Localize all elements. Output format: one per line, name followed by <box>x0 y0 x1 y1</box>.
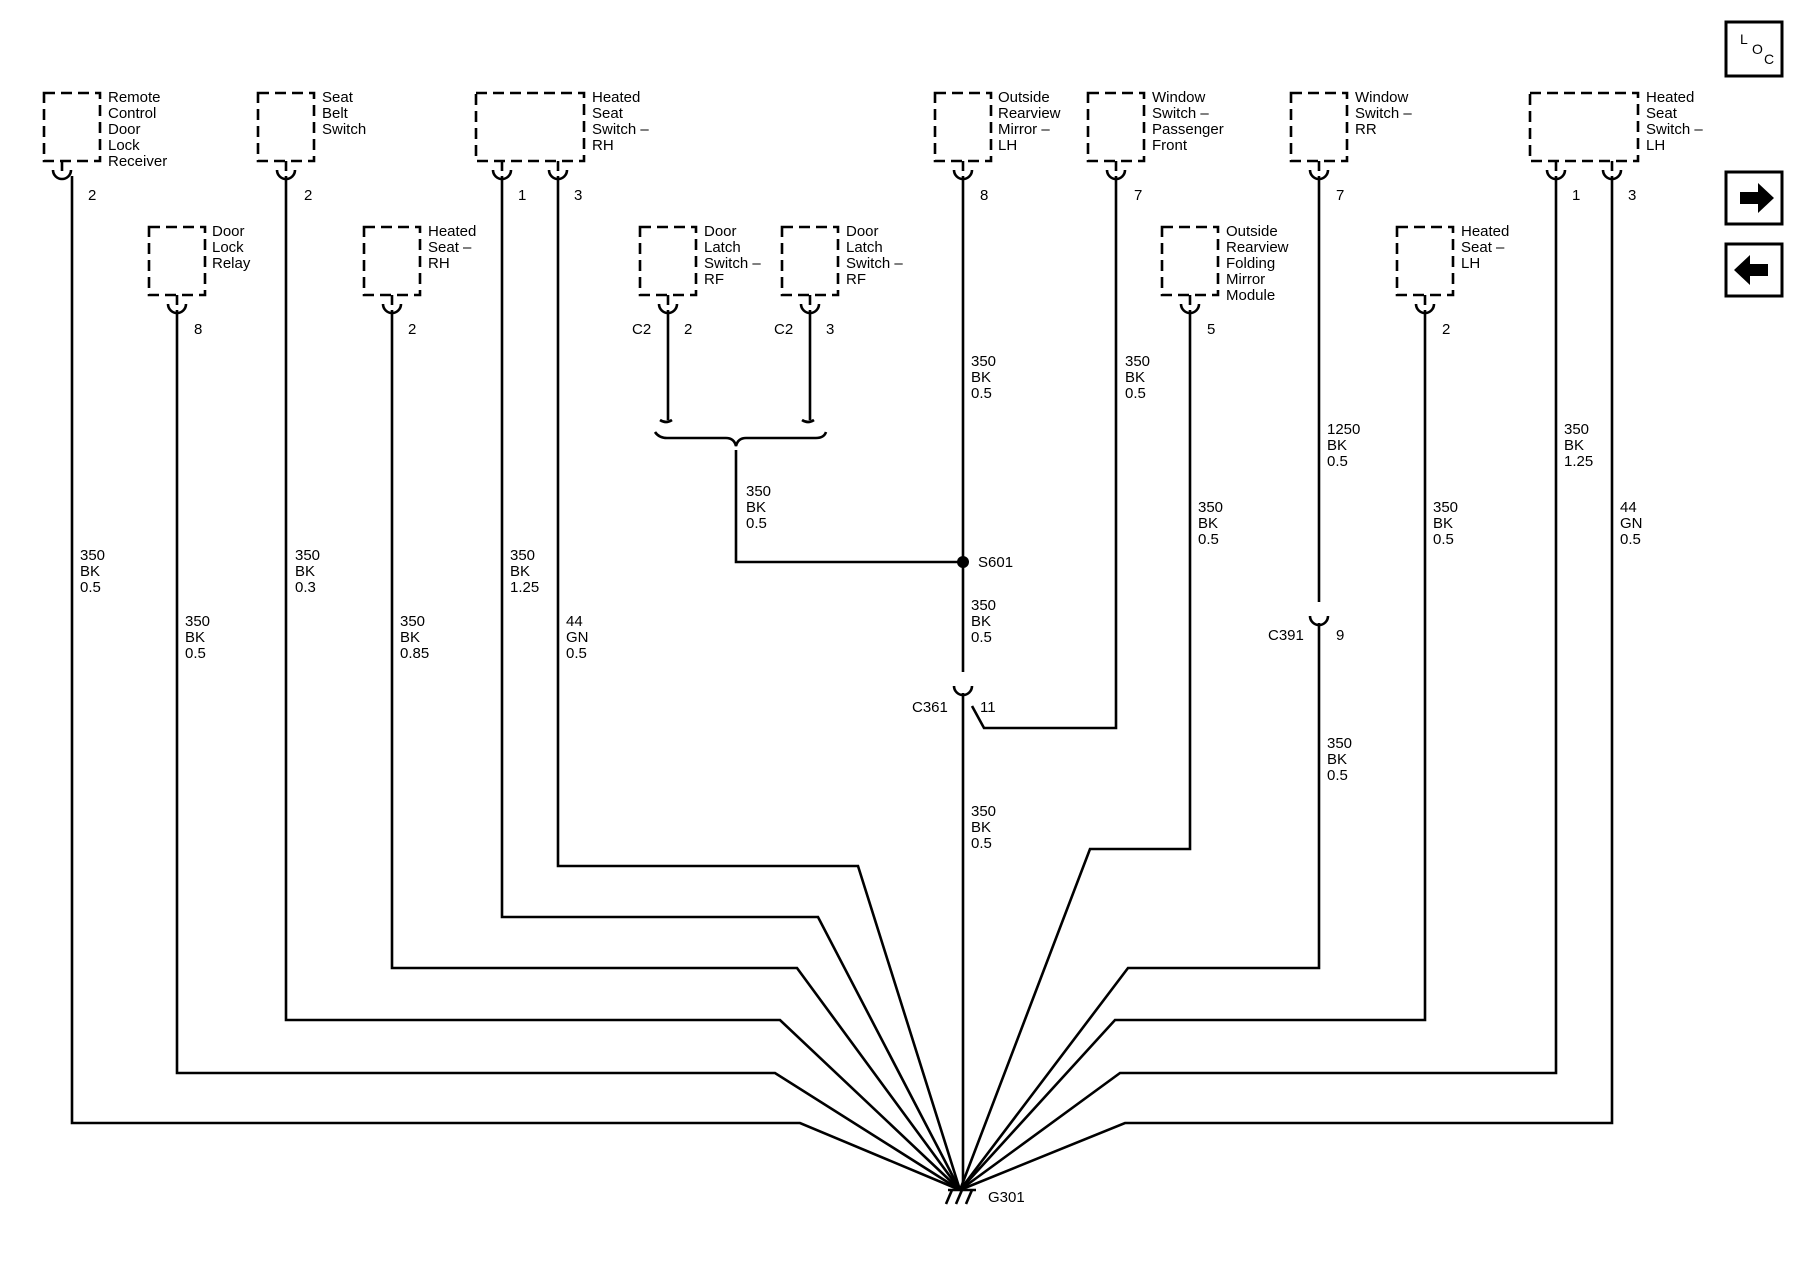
wires <box>70 176 1614 1192</box>
wire-label-door-relay: 350 BK 0.5 <box>185 613 214 662</box>
label-door-latch-switch-rf-2: Door Latch Switch – RF <box>846 223 907 288</box>
label-remote-receiver: Remote Control Door Lock Receiver <box>108 89 167 170</box>
pin-latch-2: 3 <box>826 321 834 338</box>
wire-label-hss-rh-1: 350 BK 1.25 <box>510 547 539 596</box>
wire-label-rr-c391: 350 BK 0.5 <box>1327 735 1356 784</box>
door-lock-relay-box <box>147 225 207 297</box>
pin-window-pf: 7 <box>1134 187 1142 204</box>
pin-numbers: 2 2 1 3 8 7 7 1 3 8 2 2 3 5 2 9 11 <box>88 187 1636 716</box>
label-folding-mirror-module: Outside Rearview Folding Mirror Module <box>1226 223 1293 304</box>
heated-seat-switch-rh-box <box>474 91 586 163</box>
label-heated-seat-rh: Heated Seat – RH <box>428 223 481 272</box>
arrow-right-icon <box>1740 183 1774 213</box>
door-latch-switch-rf-2-box <box>780 225 840 297</box>
pin-heated-seat-rh: 2 <box>408 321 416 338</box>
window-switch-passenger-front-box <box>1086 91 1146 163</box>
pin-latch-1: 2 <box>684 321 692 338</box>
wire-label-folding-mirror: 350 BK 0.5 <box>1198 499 1227 548</box>
pin-seat-belt: 2 <box>304 187 312 204</box>
arrow-left-icon <box>1734 255 1768 285</box>
wire-label-latch: 350 BK 0.5 <box>746 483 775 532</box>
wire-label-s601-c361: 350 BK 0.5 <box>971 597 1000 646</box>
connector-c2-2: C2 <box>774 321 793 338</box>
component-labels: Remote Control Door Lock Receiver Seat B… <box>108 89 1707 304</box>
ground-g301-symbol <box>944 1188 976 1205</box>
connector-c2-1: C2 <box>632 321 651 338</box>
pin-remote-receiver: 2 <box>88 187 96 204</box>
heated-seat-rh-box <box>362 225 422 297</box>
wire-label-hss-lh-1: 350 BK 1.25 <box>1564 421 1593 470</box>
label-window-switch-rr: Window Switch – RR <box>1355 89 1416 138</box>
remote-control-door-lock-receiver-box <box>42 91 102 163</box>
label-outside-mirror-lh: Outside Rearview Mirror – LH <box>998 89 1065 154</box>
wire-label-heated-seat-rh: 350 BK 0.85 <box>400 613 429 662</box>
wire-label-hss-rh-3: 44 GN 0.5 <box>566 613 593 662</box>
wire-label-window-pf: 350 BK 0.5 <box>1125 353 1154 402</box>
wire-labels: 350 BK 0.5 350 BK 0.5 350 BK 0.3 350 BK … <box>80 353 1647 852</box>
wire-label-window-rr: 1250 BK 0.5 <box>1327 421 1365 470</box>
label-door-lock-relay: Door Lock Relay <box>212 223 251 272</box>
pin-c361: 11 <box>980 699 996 716</box>
label-seat-belt-switch: Seat Belt Switch <box>322 89 366 138</box>
loc-l: L <box>1740 31 1748 47</box>
pin-window-rr: 7 <box>1336 187 1344 204</box>
label-heated-seat-lh: Heated Seat – LH <box>1461 223 1514 272</box>
pin-hss-lh-1: 1 <box>1572 187 1580 204</box>
label-heated-seat-switch-lh: Heated Seat Switch – LH <box>1646 89 1707 154</box>
connector-c391: C391 <box>1268 627 1304 644</box>
wire-label-heated-seat-lh: 350 BK 0.5 <box>1433 499 1462 548</box>
wire-label-hss-lh-3: 44 GN 0.5 <box>1620 499 1647 548</box>
wire-label-seat-belt: 350 BK 0.3 <box>295 547 324 596</box>
pin-hss-lh-3: 3 <box>1628 187 1636 204</box>
connector-labels: C2 C2 C391 C361 S601 G301 <box>632 321 1304 1206</box>
heated-seat-lh-box <box>1395 225 1455 297</box>
label-heated-seat-switch-rh: Heated Seat Switch – RH <box>592 89 653 154</box>
splice-s601-dot <box>957 556 969 568</box>
pin-hss-rh-3: 3 <box>574 187 582 204</box>
prev-page-button[interactable] <box>1724 242 1784 298</box>
wire-label-mirror-lh: 350 BK 0.5 <box>971 353 1000 402</box>
pin-folding-mirror: 5 <box>1207 321 1215 338</box>
connector-c361: C361 <box>912 699 948 716</box>
pin-mirror-lh: 8 <box>980 187 988 204</box>
ground-g301-label: G301 <box>988 1189 1025 1206</box>
splice-s601-label: S601 <box>978 554 1013 571</box>
pin-c391: 9 <box>1336 627 1344 644</box>
pin-hss-rh-1: 1 <box>518 187 526 204</box>
heated-seat-switch-lh-box <box>1528 91 1640 163</box>
pin-heated-seat-lh: 2 <box>1442 321 1450 338</box>
component-boxes <box>42 91 1640 297</box>
label-door-latch-switch-rf-1: Door Latch Switch – RF <box>704 223 765 288</box>
next-page-button[interactable] <box>1724 170 1784 226</box>
outside-rearview-mirror-lh-box <box>933 91 993 163</box>
window-switch-rr-box <box>1289 91 1349 163</box>
loc-o: O <box>1752 41 1763 57</box>
loc-c: C <box>1764 51 1774 67</box>
outside-rearview-folding-mirror-module-box <box>1160 225 1220 297</box>
wire-label-remote: 350 BK 0.5 <box>80 547 109 596</box>
loc-button[interactable]: L O C <box>1724 20 1784 78</box>
wire-label-c361-g301: 350 BK 0.5 <box>971 803 1000 852</box>
pin-door-lock-relay: 8 <box>194 321 202 338</box>
label-window-switch-passenger-front: Window Switch – Passenger Front <box>1152 89 1228 154</box>
door-latch-switch-rf-1-box <box>638 225 698 297</box>
seat-belt-switch-box <box>256 91 316 163</box>
